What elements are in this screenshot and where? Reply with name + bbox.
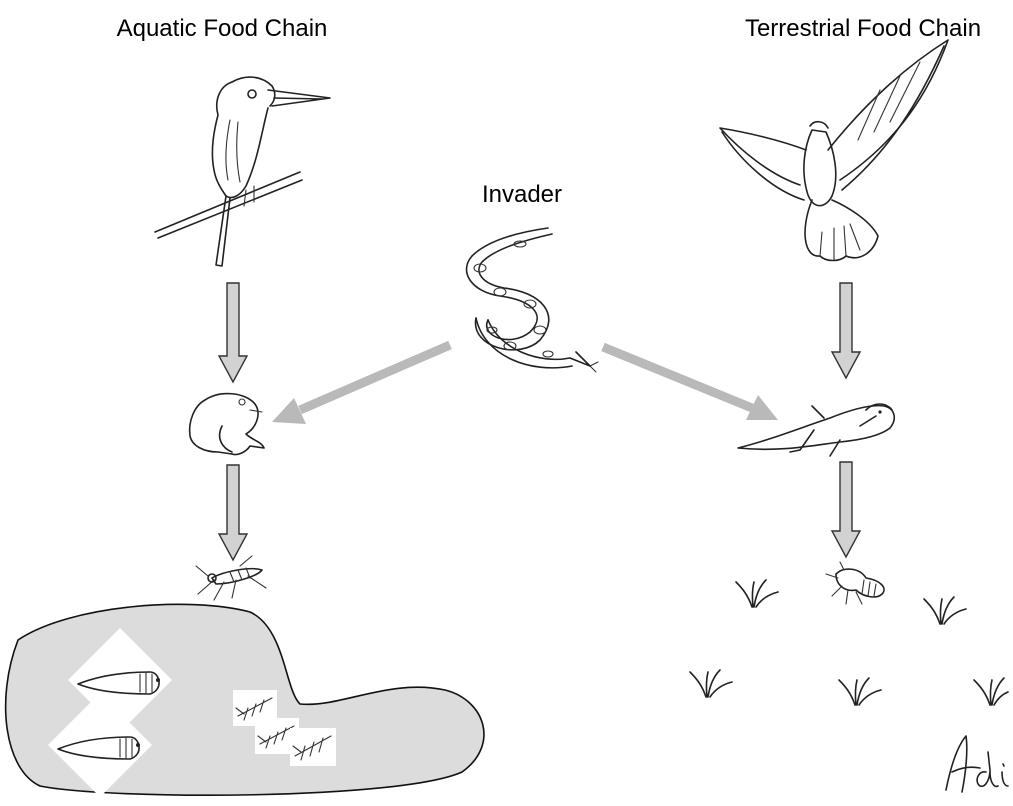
grass-tuft-icon	[690, 670, 732, 697]
signature	[946, 736, 1008, 792]
invader-arrow-to-frog	[272, 345, 450, 424]
invader-arrow-to-lizard	[603, 347, 778, 420]
grass-tuft-icon	[924, 597, 966, 624]
mosquito-larva-icon	[290, 728, 336, 766]
arrow-kingfisher-to-frog	[219, 283, 247, 382]
grass-tuft-icon	[974, 678, 1008, 705]
aquatic-title: Aquatic Food Chain	[117, 15, 328, 42]
terrestrial-title: Terrestrial Food Chain	[745, 15, 981, 42]
frog-icon	[190, 394, 264, 455]
hawk-icon	[720, 40, 948, 261]
arrow-hawk-to-lizard	[832, 283, 860, 378]
kingfisher-icon	[155, 77, 330, 266]
snake-icon	[467, 228, 598, 372]
insect-icon	[826, 562, 884, 604]
arrow-lizard-to-insect	[832, 462, 860, 557]
arrow-frog-to-mosquito	[219, 465, 247, 560]
mosquito-icon	[196, 556, 266, 600]
grass-tuft-icon	[736, 580, 778, 607]
grass-tuft-icon	[839, 678, 881, 705]
invader-title: Invader	[482, 181, 562, 208]
